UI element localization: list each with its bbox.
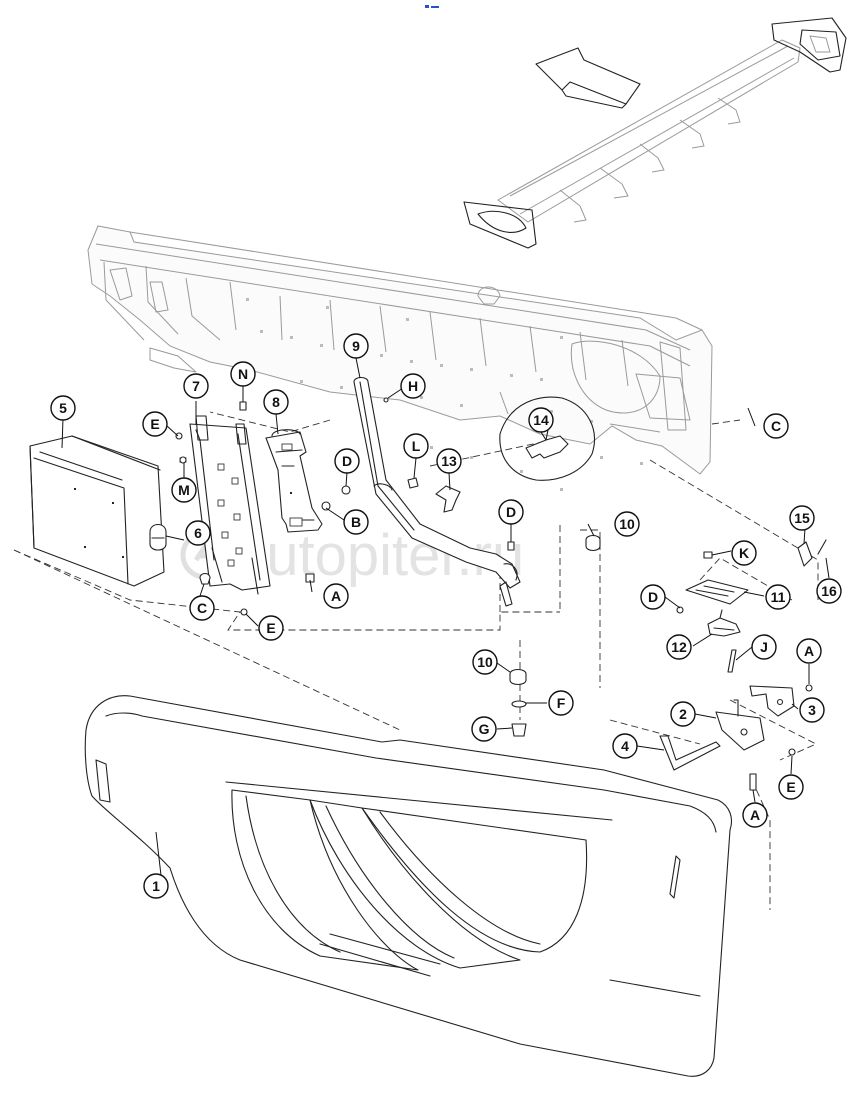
- callout-L: L: [403, 433, 429, 459]
- callout-13: 13: [436, 448, 462, 474]
- part-6-fitting: [149, 523, 167, 551]
- callout-11: 11: [765, 584, 791, 610]
- callout-A-3: A: [742, 802, 768, 828]
- callout-C-2: C: [763, 413, 789, 439]
- svg-text:10: 10: [477, 654, 493, 670]
- right-hardware: [507, 534, 749, 673]
- callout-N: N: [230, 361, 256, 387]
- svg-text:K: K: [739, 545, 749, 561]
- svg-text:A: A: [750, 807, 760, 823]
- callout-A-1: A: [323, 583, 349, 609]
- svg-text:D: D: [342, 453, 352, 469]
- svg-text:12: 12: [671, 639, 687, 655]
- svg-text:E: E: [266, 620, 275, 636]
- callout-B: B: [343, 509, 369, 535]
- svg-text:3: 3: [808, 702, 816, 718]
- callout-K: K: [731, 540, 757, 566]
- callout-E-1: E: [142, 411, 168, 437]
- svg-text:B: B: [351, 514, 361, 530]
- callout-7: 7: [183, 373, 209, 399]
- callout-F: F: [548, 690, 574, 716]
- svg-text:N: N: [238, 366, 248, 382]
- svg-text:2: 2: [679, 706, 687, 722]
- callout-4: 4: [612, 733, 638, 759]
- front-direction-arrow-icon: [535, 47, 641, 109]
- part-8-bracket: [265, 429, 323, 533]
- callout-A-2: A: [796, 638, 822, 664]
- callout-E-3: E: [778, 774, 804, 800]
- svg-text:16: 16: [821, 583, 837, 599]
- svg-text:8: 8: [272, 394, 280, 410]
- svg-text:E: E: [786, 779, 795, 795]
- hardware-left: [175, 401, 351, 616]
- svg-text:14: 14: [533, 412, 549, 428]
- part-13-clip: [407, 477, 461, 513]
- callout-3: 3: [799, 697, 825, 723]
- callout-D-1: D: [334, 448, 360, 474]
- svg-text:M: M: [178, 482, 190, 498]
- svg-text:13: 13: [441, 453, 457, 469]
- lower-right-brackets: [659, 684, 813, 791]
- callout-H: H: [400, 373, 426, 399]
- svg-text:4: 4: [621, 738, 629, 754]
- svg-text:J: J: [760, 639, 768, 655]
- svg-text:5: 5: [59, 400, 67, 416]
- svg-text:D: D: [648, 589, 658, 605]
- callout-E-2: E: [258, 615, 284, 641]
- callout-16: 16: [816, 578, 842, 604]
- axle-overview: [463, 17, 847, 249]
- svg-text:H: H: [408, 378, 418, 394]
- callout-G: G: [471, 716, 497, 742]
- callout-6: 6: [185, 520, 211, 546]
- frame-background: [87, 225, 713, 491]
- part-7-bracket: [189, 415, 271, 595]
- callout-M: M: [171, 477, 197, 503]
- svg-text:7: 7: [192, 378, 200, 394]
- svg-text:F: F: [557, 695, 566, 711]
- callout-D-2: D: [498, 499, 524, 525]
- part-1-side-cover: [84, 695, 733, 1077]
- part-14-detail: [499, 396, 595, 481]
- svg-text:C: C: [771, 418, 781, 434]
- callout-10-upper: 10: [614, 511, 640, 537]
- svg-text:D: D: [506, 504, 516, 520]
- lower-stack: [509, 668, 527, 737]
- parts-15-16: [797, 539, 827, 567]
- callout-15: 15: [789, 505, 815, 531]
- top-mark: [425, 5, 439, 8]
- svg-text:C: C: [197, 600, 207, 616]
- svg-text:A: A: [331, 588, 341, 604]
- callout-5: 5: [50, 395, 76, 421]
- callout-14: 14: [528, 407, 554, 433]
- callout-1: 1: [143, 873, 169, 899]
- svg-text:E: E: [150, 416, 159, 432]
- svg-text:L: L: [412, 438, 421, 454]
- callout-12: 12: [666, 634, 692, 660]
- svg-text:1: 1: [152, 878, 160, 894]
- callout-D-3: D: [640, 584, 666, 610]
- svg-text:A: A: [804, 643, 814, 659]
- callout-10-lower: 10: [472, 649, 498, 675]
- svg-text:9: 9: [352, 338, 360, 354]
- part-5-box: [29, 435, 165, 587]
- callout-C-1: C: [189, 595, 215, 621]
- svg-text:11: 11: [771, 589, 786, 605]
- callout-8: 8: [263, 389, 289, 415]
- callout-9: 9: [343, 333, 369, 359]
- callout-J: J: [751, 634, 777, 660]
- svg-text:G: G: [479, 721, 490, 737]
- svg-text:6: 6: [194, 525, 202, 541]
- part-9-handle: [353, 376, 521, 607]
- svg-text:10: 10: [619, 516, 635, 532]
- callout-2: 2: [670, 701, 696, 727]
- svg-text:15: 15: [794, 510, 810, 526]
